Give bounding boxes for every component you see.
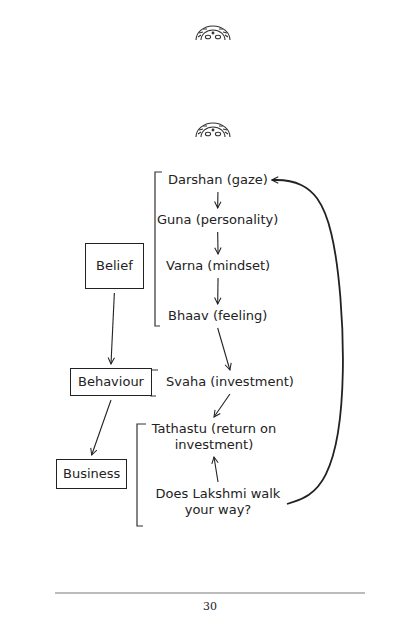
node-text: Bhaav (feeling) (168, 308, 267, 324)
node-text: Behaviour (78, 374, 144, 390)
node-text: Varna (mindset) (166, 258, 270, 274)
node-text: Does Lakshmi walk your way? (153, 486, 283, 518)
bracket (137, 424, 146, 526)
peeking-face (196, 123, 230, 137)
node-text: Svaha (investment) (166, 374, 294, 390)
stage-text: Guna (personality) (157, 212, 278, 228)
stage-text: Darshan (gaze) (168, 172, 268, 188)
flow-arrow (218, 328, 230, 370)
node-text: Business (63, 466, 120, 482)
page-number: 30 (203, 600, 217, 613)
stage-text: Varna (mindset) (166, 258, 270, 274)
node-text: Tathastu (return on investment) (139, 421, 289, 453)
bracket (151, 370, 158, 396)
flow-arrow (217, 232, 218, 254)
stage-box: Behaviour (70, 368, 152, 396)
node-text: Guna (personality) (157, 212, 278, 228)
peeking-face (173, 26, 253, 40)
node-text: Darshan (gaze) (168, 172, 268, 188)
flow-arrow (111, 293, 114, 364)
flow-arrow (217, 192, 218, 208)
node-text: Belief (96, 258, 133, 274)
stage-box: Belief (85, 243, 144, 289)
flow-arrow (214, 457, 218, 482)
bracket (155, 172, 162, 326)
stage-text: Svaha (investment) (166, 374, 294, 390)
footer-rule (55, 593, 365, 594)
question-text: Does Lakshmi walk your way? (153, 486, 283, 518)
flow-arrow (214, 394, 230, 417)
flow-arrow (92, 400, 111, 455)
stage-text: Tathastu (return on investment) (139, 421, 289, 453)
stage-text: Bhaav (feeling) (168, 308, 267, 324)
flow-arrow (217, 278, 218, 304)
stage-box: Business (56, 459, 127, 489)
flow-arrow (272, 180, 343, 504)
